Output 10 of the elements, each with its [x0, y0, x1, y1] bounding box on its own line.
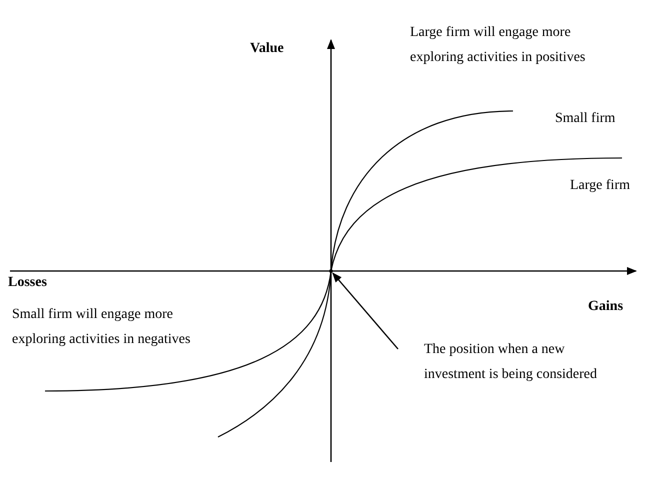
annotation-text: Small firm will engage more exploring activities in negatives	[12, 306, 192, 349]
leader-line	[332, 272, 398, 350]
annotation-text: Large firm will engage more exploring activities in positives	[410, 24, 586, 67]
annotation-text: The position when a new investment is being considered	[424, 337, 599, 387]
axis-label: Losses	[8, 274, 48, 292]
axis-label: Gains	[588, 298, 624, 316]
axis-label: Value	[250, 40, 285, 58]
curve-label: Large firm	[570, 177, 631, 195]
origin-point	[329, 269, 333, 273]
curve-label: Small firm	[555, 110, 616, 128]
